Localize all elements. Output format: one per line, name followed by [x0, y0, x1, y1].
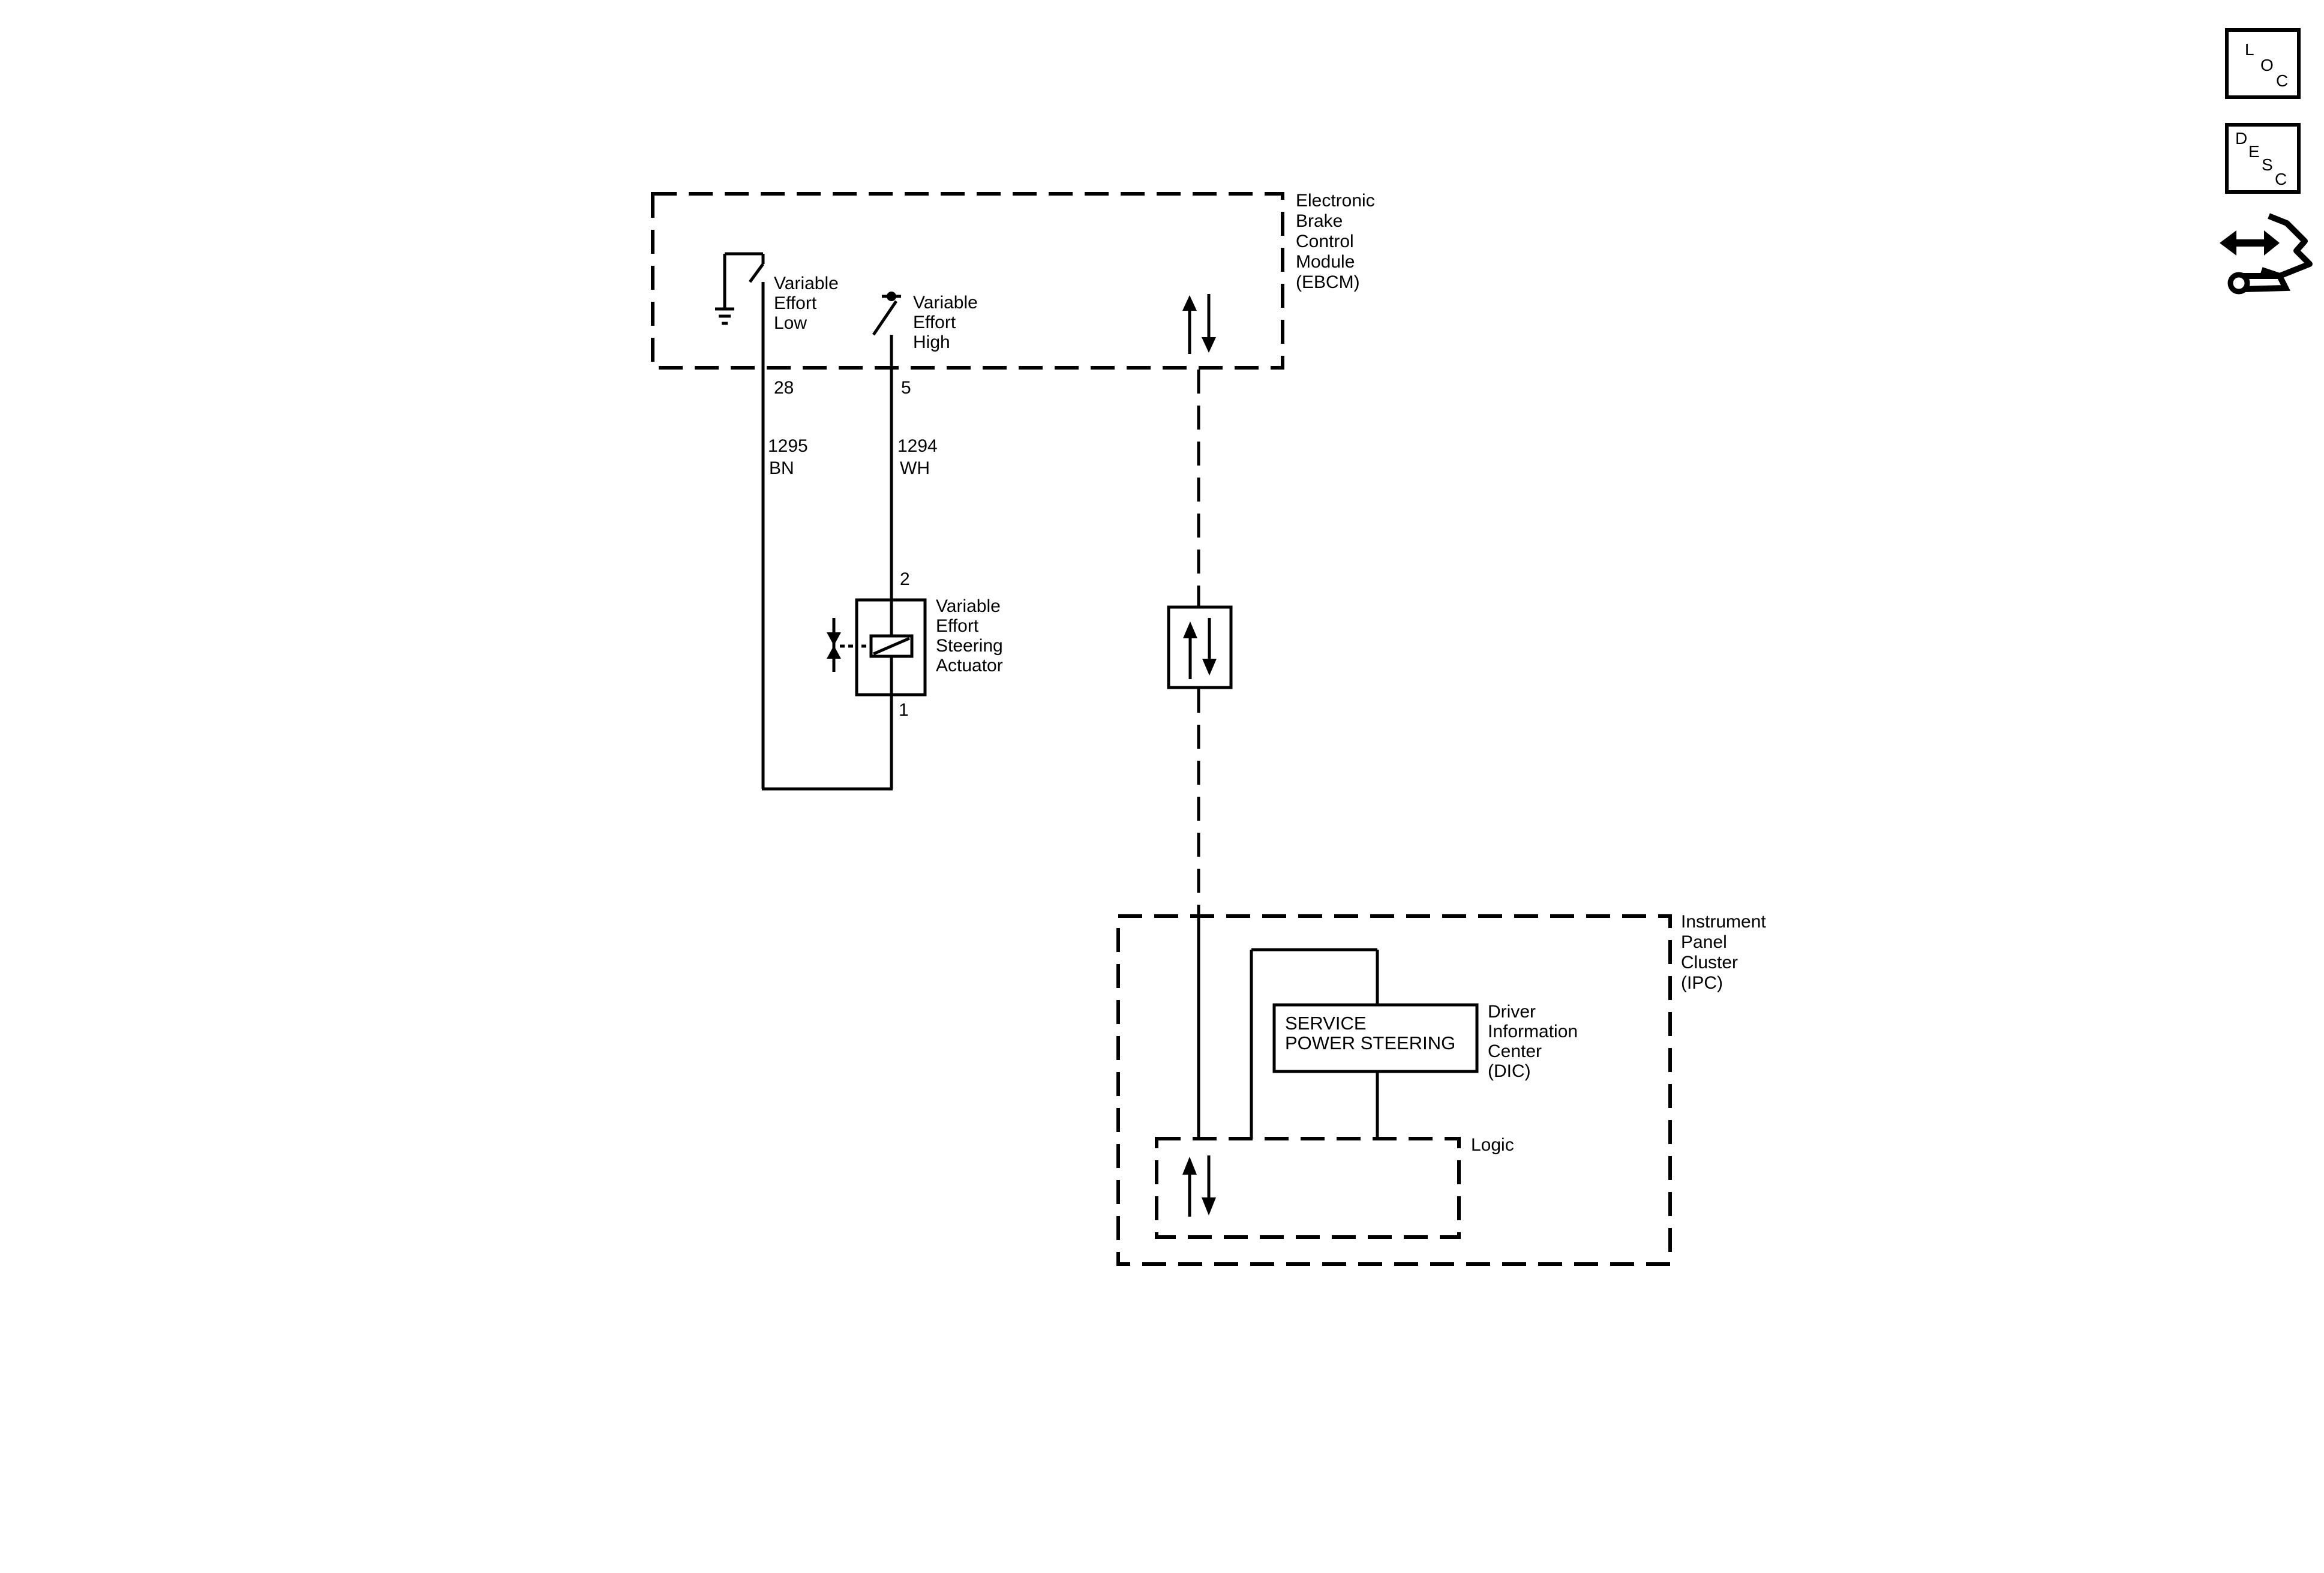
desc-letter-e: E	[2248, 142, 2260, 161]
circuit-1295: 28 1295 BN	[761, 282, 813, 789]
circuit-1295-label: 1295 BN	[768, 436, 813, 478]
ipc-label: Instrument Panel Cluster (IPC)	[1681, 912, 1771, 993]
ipc-boundary	[1116, 914, 1672, 1266]
solenoid-icon	[869, 600, 914, 695]
ipc-module[interactable]: Instrument Panel Cluster (IPC) SERVICE P…	[1116, 912, 1771, 1266]
circuit-1294: 5 1294 WH	[890, 335, 942, 601]
ebcm-module[interactable]: Electronic Brake Control Module (EBCM) V…	[651, 191, 1380, 370]
serial-data-connector-icon	[1183, 618, 1217, 679]
diagnostic-icon[interactable]	[2220, 213, 2313, 295]
desc-letter-c: C	[2275, 170, 2287, 188]
pin-2: 2	[900, 569, 910, 589]
pin-5: 5	[901, 378, 911, 398]
serial-data-connector	[1167, 605, 1233, 689]
loc-letter-c: C	[2276, 71, 2288, 90]
location-button[interactable]: L O C	[2225, 28, 2301, 99]
circuit-1294-label: 1294 WH	[897, 436, 942, 478]
actuator-label: Variable Effort Steering Actuator	[936, 596, 1008, 676]
loc-letter-o: O	[2260, 56, 2274, 74]
ebcm-label: Electronic Brake Control Module (EBCM)	[1296, 191, 1380, 292]
pin-1: 1	[899, 700, 909, 720]
loc-letter-l: L	[2245, 40, 2254, 59]
variable-effort-low-switch	[715, 252, 765, 325]
logic-serial-data-icon	[1182, 1155, 1216, 1217]
desc-letter-s: S	[2262, 155, 2273, 174]
dic-message: SERVICE POWER STEERING	[1285, 1013, 1455, 1053]
return-wire	[762, 695, 893, 791]
dic-label: Driver Information Center (DIC)	[1488, 1002, 1583, 1081]
pin-28: 28	[774, 378, 794, 398]
dic-message-box	[1272, 1003, 1479, 1073]
serial-data-line	[1167, 370, 1233, 924]
variable-effort-high-switch	[872, 292, 901, 336]
ebcm-boundary	[651, 192, 1284, 370]
desc-letter-d: D	[2235, 129, 2247, 148]
driver-information-center[interactable]: SERVICE POWER STEERING	[1250, 948, 1479, 1139]
variable-effort-high-label: Variable Effort High	[913, 293, 983, 352]
description-button[interactable]: D E S C	[2225, 123, 2301, 194]
variable-effort-steering-actuator[interactable]: 2 1 Variable Effort Steering Actuator	[827, 569, 1008, 720]
variable-effort-low-label: Variable Effort Low	[774, 274, 843, 333]
logic-block[interactable]	[1155, 1137, 1461, 1239]
ebcm-serial-data-icon	[1182, 294, 1216, 354]
actuation-arrows-icon	[827, 618, 871, 672]
logic-label: Logic	[1471, 1135, 1514, 1155]
ground-icon	[715, 307, 734, 325]
